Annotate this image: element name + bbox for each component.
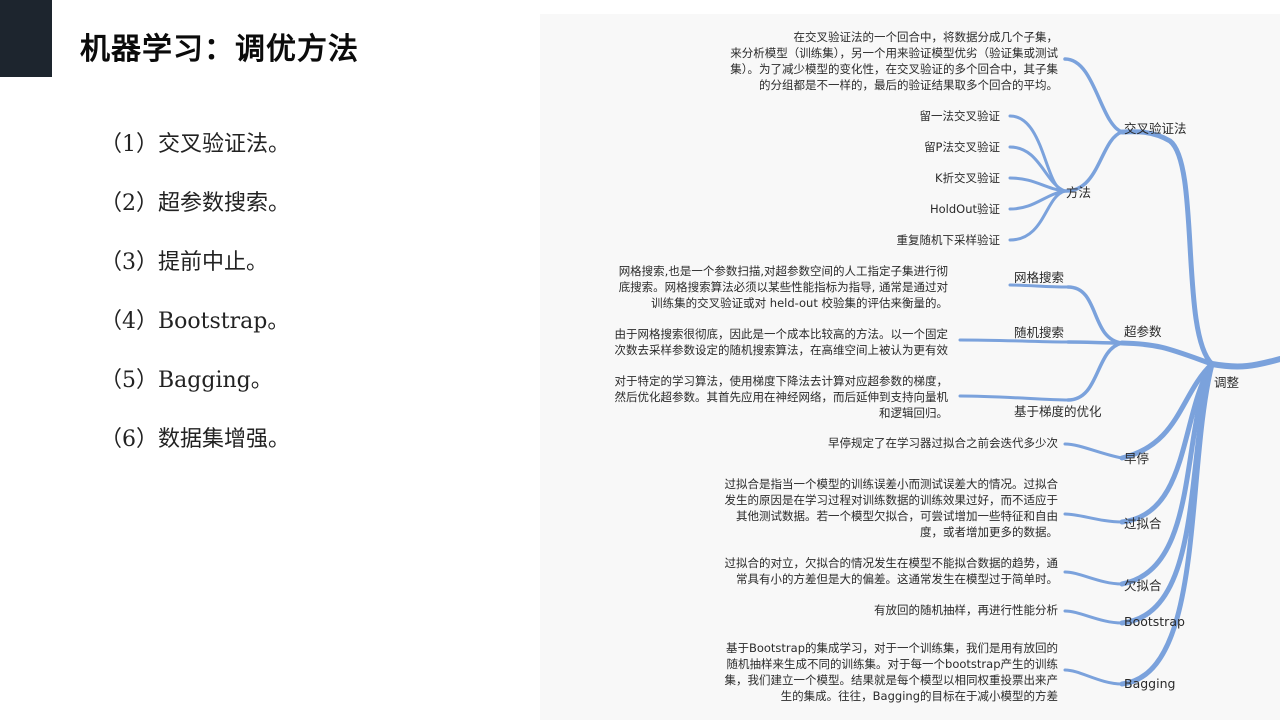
note-line: 集，我们建立一个模型。结果就是每个模型以相同权重投票出来产 (724, 673, 1059, 687)
note-line: 由于网格搜索很彻底，因此是一个成本比较高的方法。以一个固定 (614, 327, 949, 341)
note-gradient-optimization: 对于特定的学习算法，使用梯度下降法去计算对应超参数的梯度， 然后优化超参数。其首… (615, 373, 949, 421)
note-line: 然后优化超参数。其首先应用在神经网络，而后延伸到支持向量机 (614, 390, 949, 404)
method-list: （1）交叉验证法。 （2）超参数搜索。 （3）提前中止。 （4）Bootstra… (100, 126, 290, 480)
note-line: 网格搜索,也是一个参数扫描,对超参数空间的人工指定子集进行彻 (618, 264, 948, 278)
list-item: （4）Bootstrap。 (100, 309, 290, 334)
node-random-search: 随机搜索 (1014, 325, 1065, 340)
node-bagging: Bagging (1124, 676, 1176, 691)
node-bootstrap: Bootstrap (1124, 614, 1185, 629)
note-bootstrap: 有放回的随机抽样，再进行性能分析 (874, 602, 1058, 618)
note-line: 基于Bootstrap的集成学习，对于一个训练集，我们是用有放回的 (725, 641, 1058, 655)
note-line: 底搜索。网格搜索算法必须以某些性能指标为指导, 通常是通过对 (618, 280, 948, 294)
note-grid-search: 网格搜索,也是一个参数扫描,对超参数空间的人工指定子集进行彻 底搜索。网格搜索算… (619, 263, 948, 311)
method-item: K折交叉验证 (934, 171, 1000, 185)
node-early-stop: 早停 (1124, 451, 1150, 466)
note-random-search: 由于网格搜索很彻底，因此是一个成本比较高的方法。以一个固定 次数去采样参数设定的… (615, 326, 949, 358)
note-line: 来分析模型（训练集），另一个用来验证模型优劣（验证集或测试 (730, 46, 1058, 60)
note-line: 过拟合的对立，欠拟合的情况发生在模型不能拟合数据的趋势，通 (724, 556, 1059, 570)
note-line: 训练集的交叉验证或对 held-out 校验集的评估来衡量的。 (651, 296, 948, 310)
note-early-stop: 早停规定了在学习器过拟合之前会迭代多少次 (828, 435, 1058, 451)
node-grid-search: 网格搜索 (1014, 270, 1065, 285)
method-item: 重复随机下采样验证 (896, 233, 1001, 247)
list-item: （2）超参数搜索。 (100, 191, 290, 216)
method-item: 留一法交叉验证 (919, 109, 1001, 123)
note-line: 发生的原因是在学习过程对训练数据的训练效果过好，而不适应于 (724, 493, 1059, 507)
list-item: （1）交叉验证法。 (100, 132, 290, 157)
note-line: 其他测试数据。若一个模型欠拟合，可尝试增加一些特征和自由 (736, 509, 1058, 523)
note-line: 过拟合是指当一个模型的训练误差小而测试误差大的情况。过拟合 (724, 477, 1059, 491)
note-line: 度，或者增加更多的数据。 (920, 525, 1058, 539)
corner-block (0, 0, 52, 77)
note-line: 的分组都是不一样的，最后的验证结果取多个回合的平均。 (759, 78, 1058, 92)
node-overfitting: 过拟合 (1124, 516, 1162, 531)
list-item: （3）提前中止。 (100, 250, 268, 275)
note-line: 集）。为了减少模型的变化性，在交叉验证的多个回合中，其子集 (730, 62, 1058, 76)
note-line: 早停规定了在学习器过拟合之前会迭代多少次 (828, 436, 1058, 450)
list-item: （6）数据集增强。 (100, 427, 290, 452)
note-line: 有放回的随机抽样，再进行性能分析 (874, 603, 1058, 617)
method-item: 留P法交叉验证 (924, 140, 1000, 154)
node-cross-validation: 交叉验证法 (1124, 121, 1187, 136)
mindmap: 调整 交叉验证法 在交叉验证法的一个回合中，将数据分成几个子集， 来分析模型（训… (540, 14, 1280, 720)
note-line: 生的集成。往往，Bagging的目标在于减小模型的方差 (780, 689, 1058, 703)
mindmap-branches (958, 57, 1280, 687)
note-line: 常具有小的方差但是大的偏差。这通常发生在模型过于简单时。 (736, 572, 1058, 586)
note-underfitting: 过拟合的对立，欠拟合的情况发生在模型不能拟合数据的趋势，通 常具有小的方差但是大… (725, 555, 1059, 587)
mindmap-root: 调整 (1214, 375, 1240, 390)
note-line: 在交叉验证法的一个回合中，将数据分成几个子集， (793, 30, 1059, 44)
note-line: 和逻辑回归。 (879, 406, 948, 420)
note-bagging: 基于Bootstrap的集成学习，对于一个训练集，我们是用有放回的 随机抽样来生… (725, 640, 1059, 704)
note-line: 次数去采样参数设定的随机搜索算法，在高维空间上被认为更有效 (614, 343, 949, 357)
note-line: 对于特定的学习算法，使用梯度下降法去计算对应超参数的梯度， (614, 374, 949, 388)
note-line: 随机抽样来生成不同的训练集。对于每一个bootstrap产生的训练 (726, 657, 1058, 671)
node-underfitting: 欠拟合 (1124, 578, 1162, 593)
node-methods: 方法 (1066, 185, 1092, 200)
method-item: HoldOut验证 (929, 202, 1000, 216)
node-gradient-optimization: 基于梯度的优化 (1014, 404, 1102, 419)
note-cross-validation: 在交叉验证法的一个回合中，将数据分成几个子集， 来分析模型（训练集），另一个用来… (730, 29, 1058, 93)
node-hyperparameters: 超参数 (1124, 324, 1162, 339)
page-title: 机器学习：调优方法 (80, 32, 359, 67)
note-overfitting: 过拟合是指当一个模型的训练误差小而测试误差大的情况。过拟合 发生的原因是在学习过… (725, 476, 1059, 540)
list-item: （5）Bagging。 (100, 368, 273, 393)
